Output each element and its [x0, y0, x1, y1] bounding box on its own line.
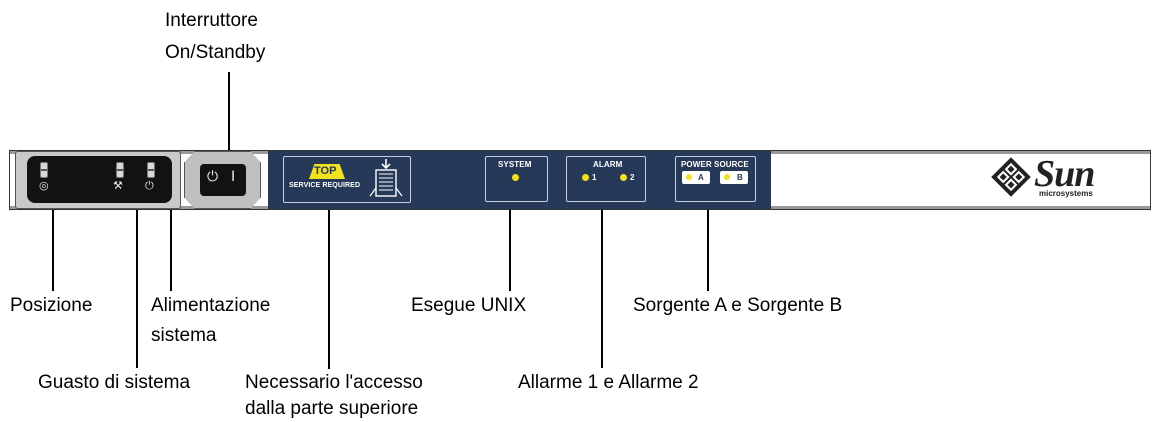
fault-led: [116, 162, 124, 178]
top-badge-label: TOP: [314, 165, 337, 177]
wrench-icon: ⚒: [113, 179, 123, 192]
leader-posizione: [52, 206, 54, 291]
switch-on-mark: I: [231, 169, 236, 185]
service-required-label: SERVICE REQUIRED: [289, 182, 361, 189]
sun-logo-text: Sun: [1034, 153, 1095, 195]
leader-alimentazione: [170, 200, 172, 291]
power-source-label: POWER SOURCE: [681, 160, 749, 169]
server-service-icon: [369, 159, 403, 197]
standby-icon: ⏻: [207, 169, 219, 185]
leader-alarm: [601, 204, 603, 368]
callout-interruttore: Interruttore: [165, 10, 258, 31]
callout-posizione: Posizione: [10, 295, 93, 316]
callout-necessario-2: dalla parte superiore: [245, 398, 419, 419]
source-a-label: A: [698, 173, 704, 182]
callout-esegue-unix: Esegue UNIX: [411, 295, 527, 316]
locator-led: [40, 162, 48, 178]
callout-on-standby: On/Standby: [165, 42, 266, 63]
callout-sistema: sistema: [151, 325, 217, 346]
alarm-2-label: 2: [630, 173, 635, 182]
service-required-box: [283, 156, 411, 203]
source-b-label: B: [737, 173, 743, 182]
on-standby-switch[interactable]: [200, 164, 246, 196]
sun-logo-subtext: microsystems: [1039, 189, 1093, 198]
callout-allarme: Allarme 1 e Allarme 2: [518, 372, 699, 393]
callout-guasto: Guasto di sistema: [38, 372, 191, 393]
source-a-led: [686, 174, 692, 180]
system-box: [485, 156, 548, 202]
alarm-1-led: [582, 174, 589, 181]
leader-power-source: [707, 204, 709, 291]
leader-guasto: [136, 202, 138, 368]
system-led: [512, 174, 519, 181]
leader-system: [509, 204, 511, 291]
power-icon: ⏻: [145, 179, 154, 192]
leader-necessario: [328, 206, 330, 369]
power-ok-led: [147, 162, 155, 178]
system-label: SYSTEM: [498, 160, 532, 169]
alarm-2-led: [620, 174, 627, 181]
callout-alimentazione: Alimentazione: [151, 295, 271, 316]
alarm-1-label: 1: [592, 173, 597, 182]
callout-sorgente: Sorgente A e Sorgente B: [633, 295, 843, 316]
locator-icon: ◎: [39, 179, 49, 192]
leader-switch: [228, 72, 230, 152]
top-badge: [309, 164, 345, 179]
source-b-led: [724, 174, 730, 180]
power-source-box: [675, 156, 756, 202]
sun-logo-icon: [991, 157, 1031, 197]
alarm-label: ALARM: [593, 160, 623, 169]
callout-necessario-1: Necessario l'accesso: [245, 372, 423, 393]
alarm-box: [566, 156, 646, 202]
